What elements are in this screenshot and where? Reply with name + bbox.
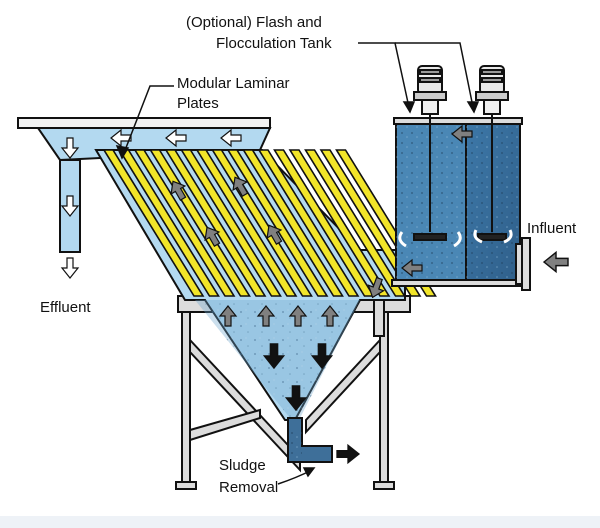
- flow-arrow: [451, 124, 473, 144]
- labels: (Optional) Flash and Flocculation Tank M…: [40, 14, 577, 496]
- flow-arrow: [288, 305, 308, 327]
- sludge-pipe: [287, 417, 333, 463]
- flow-arrow: [170, 180, 187, 201]
- impeller-1: [398, 231, 462, 248]
- clarifier-diagram: (Optional) Flash and Flocculation Tank M…: [17, 14, 577, 496]
- leader-lines: [115, 42, 480, 485]
- page-footer-strip: [0, 516, 600, 528]
- settling-arrow: [262, 343, 286, 370]
- flash-tank: [391, 117, 531, 291]
- flow-arrow: [60, 195, 80, 217]
- flow-arrows: [60, 124, 569, 465]
- flash-tank-label-line1: (Optional) Flash and: [186, 14, 322, 31]
- flow-arrow: [220, 128, 242, 148]
- influent-arrow: [542, 250, 569, 274]
- sludge-flow-arrow: [336, 443, 361, 465]
- flow-arrow: [367, 276, 385, 299]
- sludge-label-line2: Removal: [219, 479, 278, 496]
- flow-arrow: [110, 128, 132, 148]
- flow-arrow: [256, 305, 276, 327]
- mixer-motor-1: [413, 65, 447, 232]
- settling-arrow: [310, 343, 334, 370]
- laminar-plate: [164, 149, 267, 297]
- settling-arrow: [284, 385, 308, 412]
- laminar-plate: [226, 149, 329, 297]
- plates-label-line1: Modular Laminar: [177, 75, 290, 92]
- support-stand: [175, 295, 411, 490]
- flow-arrow: [204, 226, 221, 247]
- laminar-plate: [133, 149, 236, 297]
- effluent-label: Effluent: [40, 299, 91, 316]
- sludge-label-line1: Sludge: [219, 457, 266, 474]
- influent-label: Influent: [527, 220, 577, 237]
- flow-arrow: [60, 137, 80, 159]
- laminar-plate: [195, 149, 298, 297]
- laminar-plate: [180, 149, 282, 297]
- impeller-2: [473, 229, 513, 244]
- flow-arrow: [401, 258, 423, 278]
- laminar-plate: [242, 149, 344, 297]
- flash-tank-label-line2: Flocculation Tank: [216, 35, 332, 52]
- laminar-plate: [304, 149, 406, 297]
- flow-arrow: [60, 257, 80, 279]
- flow-arrow: [320, 305, 340, 327]
- plates-label-line2: Plates: [177, 95, 219, 112]
- flow-arrow: [232, 176, 249, 197]
- flow-arrow: [165, 128, 187, 148]
- mixer-motor-2: [475, 65, 509, 232]
- laminar-plate: [288, 149, 391, 297]
- laminar-plate: [257, 149, 360, 297]
- flow-arrow: [266, 224, 283, 245]
- flow-arrow: [218, 305, 238, 327]
- laminar-plate: [102, 149, 205, 297]
